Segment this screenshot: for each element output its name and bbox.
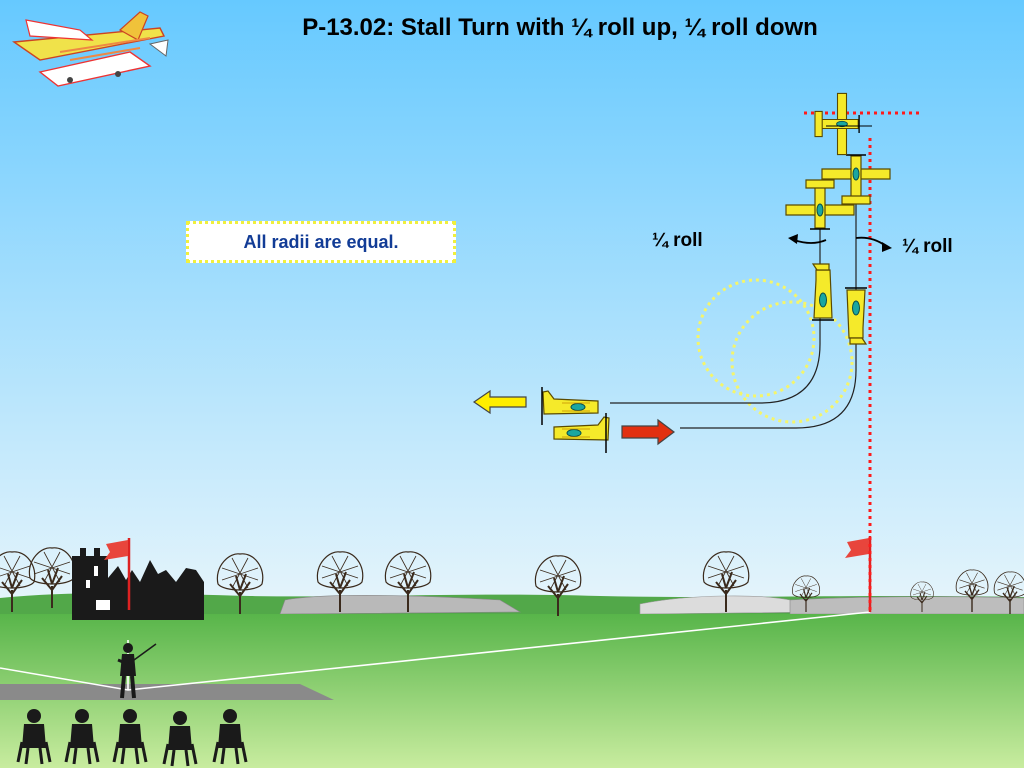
radii-note-text: All radii are equal. bbox=[243, 231, 399, 252]
aircraft-exit-icon bbox=[541, 387, 599, 425]
grey-field-3 bbox=[789, 596, 1024, 615]
flag-icon-left bbox=[104, 538, 131, 610]
roll-label-left: ¼ roll bbox=[652, 230, 703, 251]
roll-label-right: ¼ roll bbox=[902, 236, 953, 257]
radius-circle-down bbox=[730, 300, 854, 424]
flight-path-down bbox=[680, 162, 857, 429]
castle-silhouette-icon bbox=[72, 548, 204, 620]
entry-arrow-icon bbox=[621, 418, 675, 446]
aircraft-entry-icon bbox=[553, 413, 610, 453]
page-title: P-13.02: Stall Turn with ¼ roll up, ¼ ro… bbox=[302, 14, 818, 41]
flight-path-up bbox=[610, 228, 821, 404]
radii-note: All radii are equal. bbox=[186, 221, 456, 263]
pilot-figure-icon bbox=[117, 643, 157, 699]
reference-line bbox=[804, 111, 922, 612]
radius-circle-up bbox=[696, 278, 816, 398]
runway bbox=[0, 684, 334, 700]
exit-arrow-icon bbox=[472, 389, 527, 415]
aircraft-logo-icon bbox=[12, 11, 169, 87]
aircraft-stall-turn-icon bbox=[814, 92, 872, 156]
